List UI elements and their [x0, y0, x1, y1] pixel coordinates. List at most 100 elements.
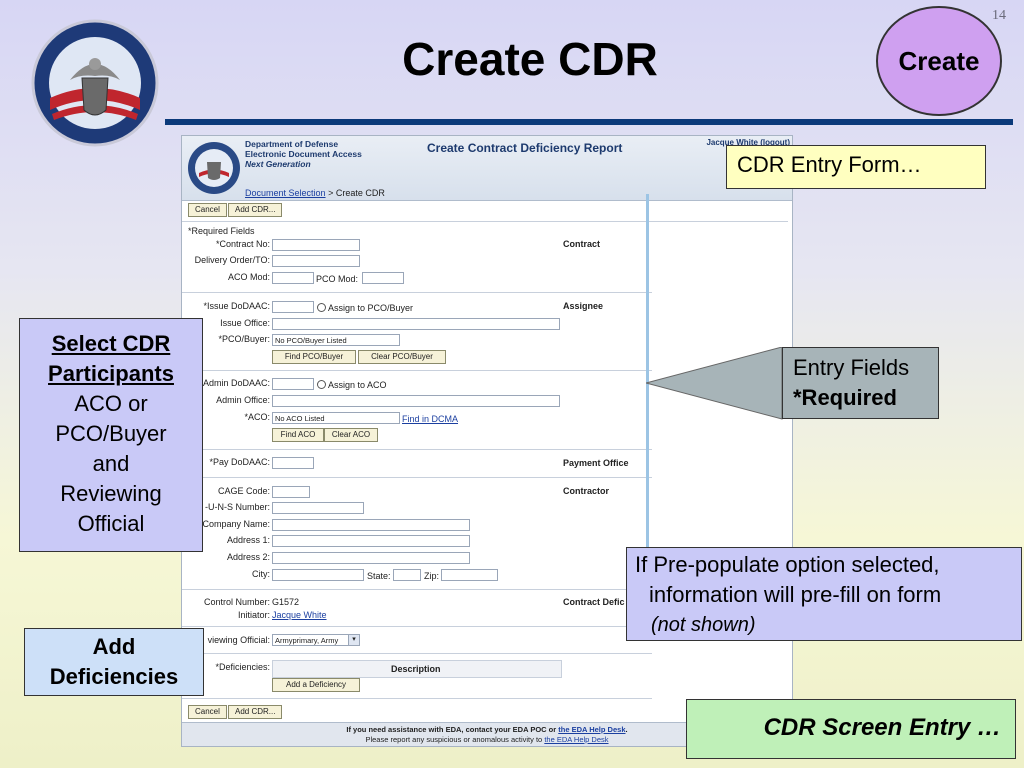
divider — [182, 221, 788, 222]
participants-line: Reviewing — [60, 481, 162, 506]
reviewing-official-select[interactable]: Armyprimary, Army ▾ — [272, 634, 360, 646]
divider — [182, 370, 652, 371]
prepop-line-1: If Pre-populate option selected, — [635, 552, 940, 577]
slide-title: Create CDR — [402, 33, 658, 85]
cdr-entry-form-callout: CDR Entry Form… — [726, 145, 986, 189]
entry-fields-callout: Entry Fields *Required — [782, 347, 939, 419]
zip-field[interactable] — [441, 569, 498, 581]
aco-mod-field[interactable] — [272, 272, 314, 284]
control-number-label: Control Number: — [203, 597, 270, 607]
help-desk-link-2[interactable]: the EDA Help Desk — [544, 735, 609, 744]
divider — [182, 449, 652, 450]
section-contract: Contract — [563, 239, 601, 249]
agency-name: Department of Defense Electronic Documen… — [245, 139, 362, 169]
pco-buyer-field[interactable]: No PCO/Buyer Listed — [272, 334, 400, 346]
pay-dodaac-field[interactable] — [272, 457, 314, 469]
radio-icon — [317, 303, 326, 312]
required-note: *Required Fields — [188, 226, 255, 236]
duns-label: -U-N-S Number: — [204, 502, 270, 512]
breadcrumb-document-selection[interactable]: Document Selection — [245, 188, 326, 198]
agency-seal-logo — [31, 19, 159, 147]
divider — [182, 589, 652, 590]
help-desk-link[interactable]: the EDA Help Desk — [558, 725, 626, 734]
create-badge: Create — [876, 6, 1002, 116]
dept-line-2: Electronic Document Access — [245, 149, 362, 159]
issue-office-field[interactable] — [272, 318, 560, 330]
footer-line-1-end: . — [625, 725, 628, 734]
issue-dodaac-field[interactable] — [272, 301, 314, 313]
user-logout-link[interactable]: Jacque White (logout) — [706, 138, 790, 147]
aco-label: *ACO: — [244, 412, 270, 422]
clear-aco-button[interactable]: Clear ACO — [324, 428, 378, 442]
footer-line-1-text: If you need assistance with EDA, contact… — [346, 725, 559, 734]
add-def-line-1: Add — [92, 634, 136, 659]
address2-label: Address 2: — [226, 552, 270, 562]
admin-office-field[interactable] — [272, 395, 560, 407]
divider — [182, 698, 652, 699]
state-field[interactable] — [393, 569, 421, 581]
add-cdr-button[interactable]: Add CDR... — [228, 203, 283, 217]
add-deficiencies-callout: Add Deficiencies — [24, 628, 204, 696]
admin-dodaac-label: Admin DoDAAC: — [202, 378, 270, 388]
cancel-button[interactable]: Cancel — [188, 203, 227, 217]
duns-field[interactable] — [272, 502, 364, 514]
slide-number: 14 — [992, 8, 1006, 23]
participants-title-1: Select CDR — [51, 331, 171, 356]
company-name-field[interactable] — [272, 519, 470, 531]
reviewing-official-label: viewing Official: — [207, 635, 270, 645]
radio-icon — [317, 380, 326, 389]
find-pco-button[interactable]: Find PCO/Buyer — [272, 350, 356, 364]
address1-label: Address 1: — [226, 535, 270, 545]
issue-dodaac-label: *Issue DoDAAC: — [203, 301, 270, 311]
dod-seal-logo — [188, 142, 240, 194]
city-label: City: — [252, 569, 270, 579]
footer-line-1: If you need assistance with EDA, contact… — [182, 725, 792, 735]
select-participants-callout: Select CDR Participants ACO or PCO/Buyer… — [19, 318, 203, 552]
pco-mod-field[interactable] — [362, 272, 404, 284]
assign-pco-radio[interactable]: Assign to PCO/Buyer — [317, 303, 413, 313]
add-deficiency-button[interactable]: Add a Deficiency — [272, 678, 360, 692]
address2-field[interactable] — [272, 552, 470, 564]
admin-dodaac-field[interactable] — [272, 378, 314, 390]
description-header: Description — [391, 664, 441, 674]
aco-field[interactable]: No ACO Listed — [272, 412, 400, 424]
find-aco-button[interactable]: Find ACO — [272, 428, 324, 442]
breadcrumb: Document Selection > Create CDR — [245, 188, 385, 198]
delivery-order-field[interactable] — [272, 255, 360, 267]
footer-line-2: Please report any suspicious or anomalou… — [182, 735, 792, 745]
clear-pco-button[interactable]: Clear PCO/Buyer — [358, 350, 446, 364]
deficiency-table-header: Description — [272, 660, 562, 678]
add-cdr-button-bottom[interactable]: Add CDR... — [228, 705, 283, 719]
form-header: Department of Defense Electronic Documen… — [182, 136, 792, 201]
delivery-order-label: Delivery Order/TO: — [194, 255, 270, 265]
pay-dodaac-label: *Pay DoDAAC: — [209, 457, 270, 467]
divider — [182, 626, 652, 627]
add-def-line-2: Deficiencies — [49, 664, 179, 689]
dept-line-3: Next Generation — [245, 159, 311, 169]
participants-line: Official — [77, 511, 145, 536]
breadcrumb-current: > Create CDR — [328, 188, 385, 198]
prepopulate-callout: If Pre-populate option selected, informa… — [626, 547, 1022, 641]
initiator-link[interactable]: Jacque White — [272, 610, 327, 620]
title-divider — [165, 119, 1013, 125]
aco-mod-label: ACO Mod: — [227, 272, 270, 282]
cdr-screen-entry-callout: CDR Screen Entry … — [686, 699, 1016, 759]
cage-code-field[interactable] — [272, 486, 310, 498]
city-field[interactable] — [272, 569, 364, 581]
prepop-line-2: information will pre-fill on form — [649, 582, 942, 607]
entry-fields-line-1: Entry Fields — [793, 355, 910, 380]
address1-field[interactable] — [272, 535, 470, 547]
pco-mod-label: PCO Mod: — [316, 274, 359, 284]
divider — [182, 653, 652, 654]
issue-office-label: Issue Office: — [220, 318, 270, 328]
dept-line-1: Department of Defense — [245, 139, 339, 149]
contract-no-field[interactable] — [272, 239, 360, 251]
deficiencies-label: *Deficiencies: — [215, 662, 270, 672]
cancel-button-bottom[interactable]: Cancel — [188, 705, 227, 719]
participants-line: and — [92, 451, 130, 476]
contract-no-label: *Contract No: — [215, 239, 270, 249]
chevron-down-icon: ▾ — [348, 635, 359, 645]
find-in-dcma-link[interactable]: Find in DCMA — [402, 414, 459, 424]
control-number-value: G1572 — [272, 597, 300, 607]
assign-aco-radio[interactable]: Assign to ACO — [317, 380, 387, 390]
